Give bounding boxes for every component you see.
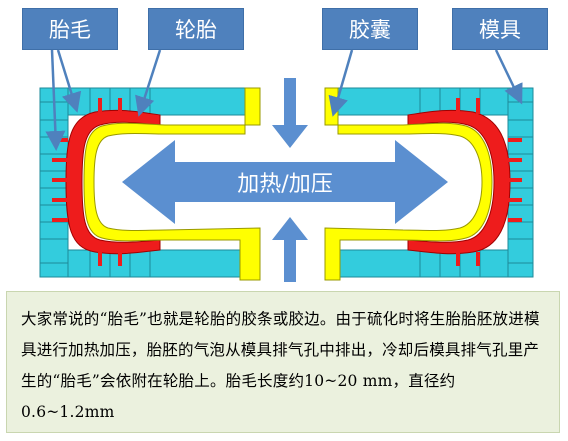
pressure-arrows bbox=[122, 78, 448, 282]
pointer-lines bbox=[45, 49, 523, 151]
label-mold: 模具 bbox=[452, 8, 548, 50]
left-tire bbox=[65, 109, 161, 255]
caption-text: 大家常说的“胎毛”也就是轮胎的胶条或胶边。由于硫化时将生胎胎胚放进模具进行加热加… bbox=[6, 291, 560, 433]
right-mold bbox=[324, 87, 534, 278]
left-bladder bbox=[83, 87, 261, 281]
right-bladder bbox=[324, 87, 493, 281]
tire-hairs bbox=[52, 98, 522, 266]
label-tire: 轮胎 bbox=[148, 8, 244, 50]
label-tire-hair: 胎毛 bbox=[22, 8, 118, 50]
heat-pressure-label: 加热/加压 bbox=[237, 172, 333, 197]
mold-cross-section bbox=[39, 49, 534, 282]
label-bladder: 胶囊 bbox=[322, 8, 418, 50]
right-tire bbox=[407, 109, 511, 255]
